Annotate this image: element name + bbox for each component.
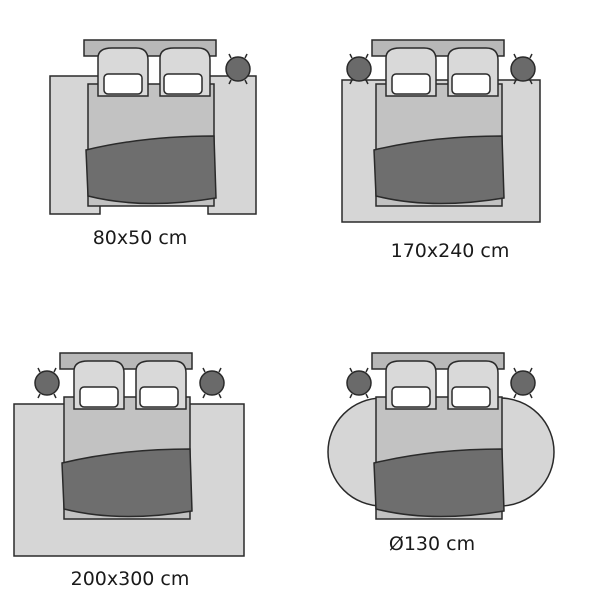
size-label: 200x300 cm: [71, 568, 190, 590]
layout-runner: 80x50 cm: [49, 39, 257, 249]
bed: [371, 39, 505, 207]
layout-large-rect: 200x300 cm: [13, 352, 245, 590]
size-label: 80x50 cm: [93, 227, 188, 249]
lamp-icon: [199, 367, 225, 399]
bed: [59, 352, 193, 520]
lamp-icon: [346, 367, 372, 399]
bed: [83, 39, 217, 207]
size-label: 170x240 cm: [391, 240, 510, 262]
lamp-icon: [510, 367, 536, 399]
layout-oval: Ø130 cm: [327, 352, 555, 555]
lamp-icon: [34, 367, 60, 399]
layout-medium-rect: 170x240 cm: [341, 39, 541, 262]
size-label: Ø130 cm: [389, 533, 475, 555]
bed: [371, 352, 505, 520]
